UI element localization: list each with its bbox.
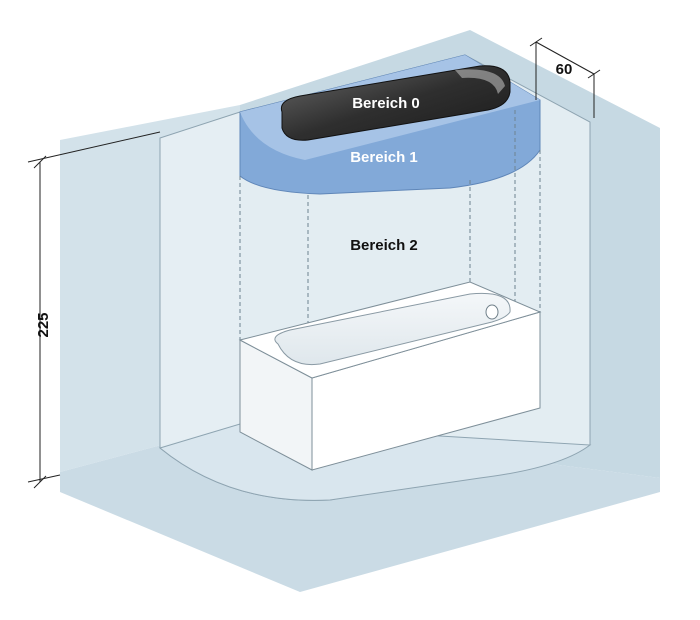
projection-lines (239, 110, 541, 345)
zone-0-rim-highlight (455, 69, 505, 94)
depth-dimension-label: 60 (556, 61, 573, 78)
zone-0-label: Bereich 0 (352, 95, 420, 112)
height-dimension (27, 131, 161, 489)
bathtub (238, 281, 542, 471)
bathtub-drain (485, 304, 499, 320)
depth-dimension (529, 37, 601, 118)
zone-0-area (280, 65, 511, 141)
height-dimension-label: 225 (35, 312, 52, 337)
zone-1-label: Bereich 1 (350, 149, 418, 166)
bathtub-basin (274, 292, 511, 366)
zone-2-label: Bereich 2 (350, 237, 418, 254)
